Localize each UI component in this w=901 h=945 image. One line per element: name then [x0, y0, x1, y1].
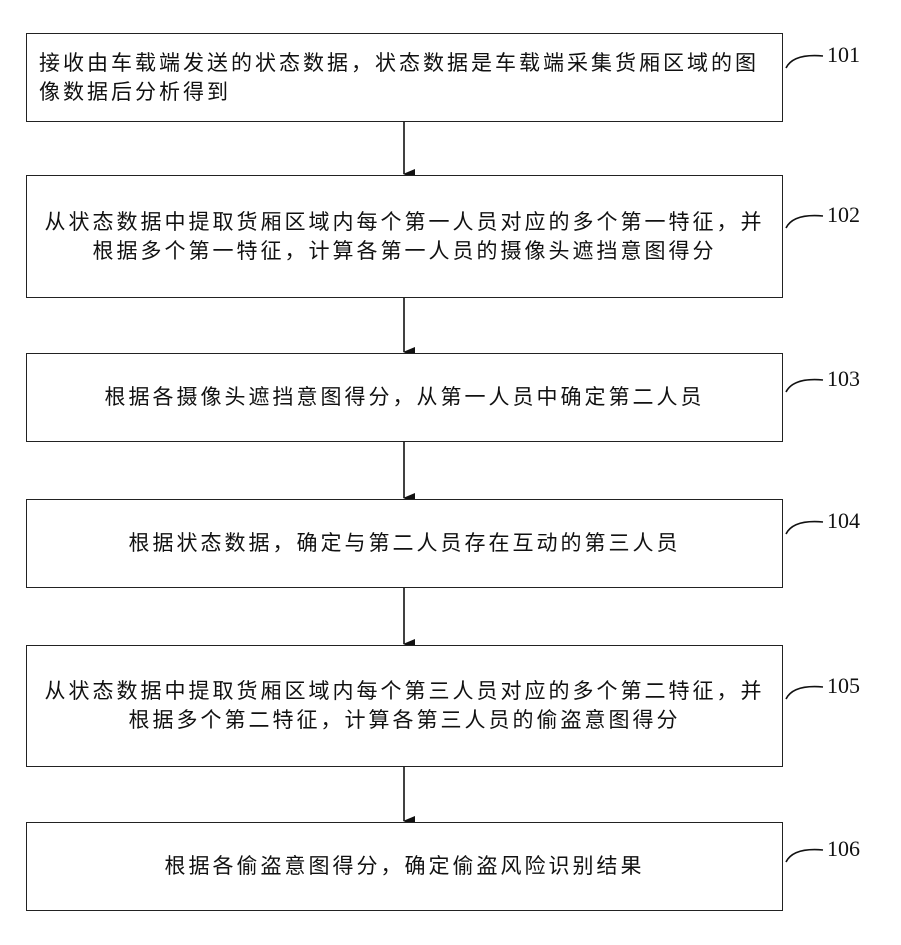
step-text-104: 根据状态数据，确定与第二人员存在互动的第三人员 — [39, 529, 770, 558]
leader-104 — [786, 522, 823, 534]
leader-102 — [786, 216, 823, 228]
step-id-106: 106 — [827, 836, 860, 862]
step-id-101: 101 — [827, 42, 860, 68]
step-box-105: 从状态数据中提取货厢区域内每个第三人员对应的多个第二特征，并根据多个第二特征，计… — [26, 645, 783, 767]
step-box-106: 根据各偷盗意图得分，确定偷盗风险识别结果 — [26, 822, 783, 911]
step-text-106: 根据各偷盗意图得分，确定偷盗风险识别结果 — [39, 852, 770, 881]
leader-103 — [786, 380, 823, 392]
leader-105 — [786, 687, 823, 699]
step-text-103: 根据各摄像头遮挡意图得分，从第一人员中确定第二人员 — [39, 383, 770, 412]
step-text-102: 从状态数据中提取货厢区域内每个第一人员对应的多个第一特征，并根据多个第一特征，计… — [39, 208, 770, 266]
step-id-104: 104 — [827, 508, 860, 534]
step-box-104: 根据状态数据，确定与第二人员存在互动的第三人员 — [26, 499, 783, 588]
leader-106 — [786, 850, 823, 862]
step-text-101: 接收由车载端发送的状态数据，状态数据是车载端采集货厢区域的图像数据后分析得到 — [39, 49, 770, 107]
step-id-103: 103 — [827, 366, 860, 392]
step-id-102: 102 — [827, 202, 860, 228]
step-box-102: 从状态数据中提取货厢区域内每个第一人员对应的多个第一特征，并根据多个第一特征，计… — [26, 175, 783, 298]
step-box-101: 接收由车载端发送的状态数据，状态数据是车载端采集货厢区域的图像数据后分析得到 — [26, 33, 783, 122]
step-id-105: 105 — [827, 673, 860, 699]
leader-101 — [786, 56, 823, 68]
step-text-105: 从状态数据中提取货厢区域内每个第三人员对应的多个第二特征，并根据多个第二特征，计… — [39, 677, 770, 735]
step-box-103: 根据各摄像头遮挡意图得分，从第一人员中确定第二人员 — [26, 353, 783, 442]
